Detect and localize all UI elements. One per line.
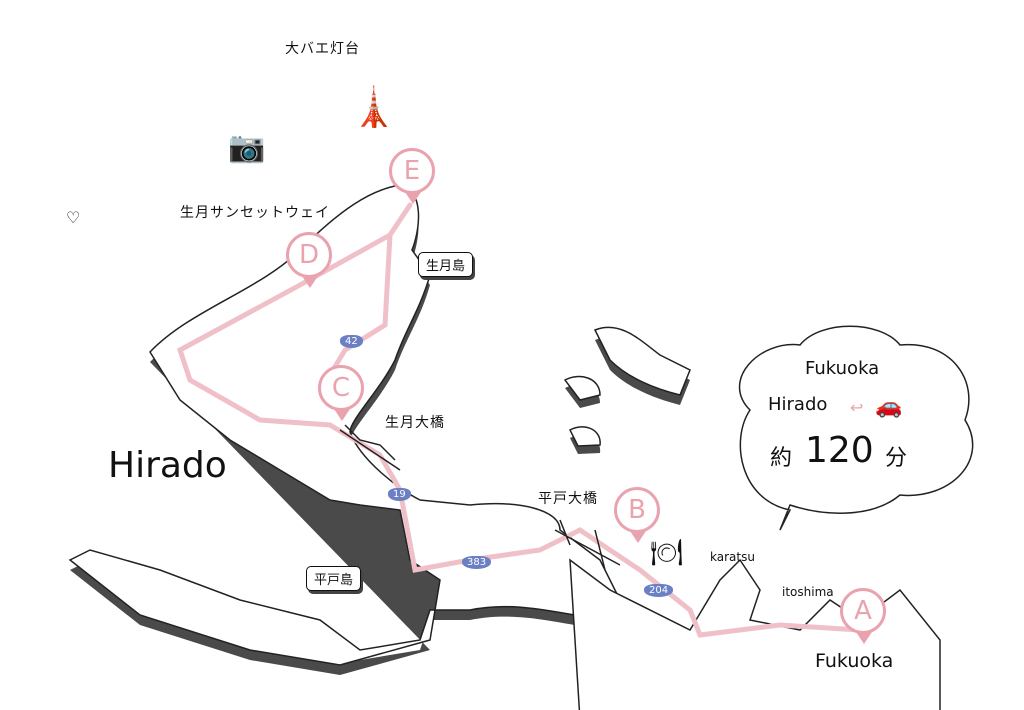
marker-c[interactable]: C	[318, 365, 364, 421]
speech-bubble	[738, 325, 974, 531]
marker-a[interactable]: A	[840, 588, 886, 644]
road-19: 19	[388, 488, 411, 501]
marker-b[interactable]: B	[614, 487, 660, 543]
camera-icon: 📷	[228, 130, 266, 165]
label-lighthouse: 大バエ灯台	[285, 41, 360, 57]
bubble-unit: 分	[885, 446, 908, 471]
bubble-from: Fukuoka	[805, 358, 880, 379]
bubble-prefix: 約	[770, 446, 793, 471]
bridges	[339, 424, 621, 571]
label-ikitsuki-bridge: 生月大橋	[385, 415, 445, 431]
road-204: 204	[644, 584, 674, 597]
label-fukuoka: Fukuoka	[815, 650, 894, 672]
lighthouse-icon: 🗼	[350, 85, 398, 129]
map-title: Hirado	[108, 445, 227, 486]
dining-icon: 🍽	[650, 538, 684, 568]
arrow-icon: ↩	[850, 398, 864, 417]
heart-icon: ♡	[66, 208, 81, 227]
route-line	[176, 202, 863, 638]
island-label-hirado: 平戸島	[306, 566, 362, 591]
road-383: 383	[462, 556, 492, 569]
label-hirado-bridge: 平戸大橋	[538, 491, 598, 507]
label-itoshima: itoshima	[782, 585, 834, 599]
road-42: 42	[340, 335, 363, 348]
marker-d[interactable]: D	[286, 232, 332, 288]
car-icon: 🚗	[875, 394, 903, 419]
label-karatsu: karatsu	[710, 550, 755, 564]
island-label-ikitsuki: 生月島	[418, 252, 474, 277]
bubble-minutes: 120	[805, 430, 874, 471]
marker-e[interactable]: E	[389, 148, 435, 204]
bubble-to: Hirado	[768, 394, 828, 415]
label-sunset-way: 生月サンセットウェイ	[180, 205, 330, 221]
